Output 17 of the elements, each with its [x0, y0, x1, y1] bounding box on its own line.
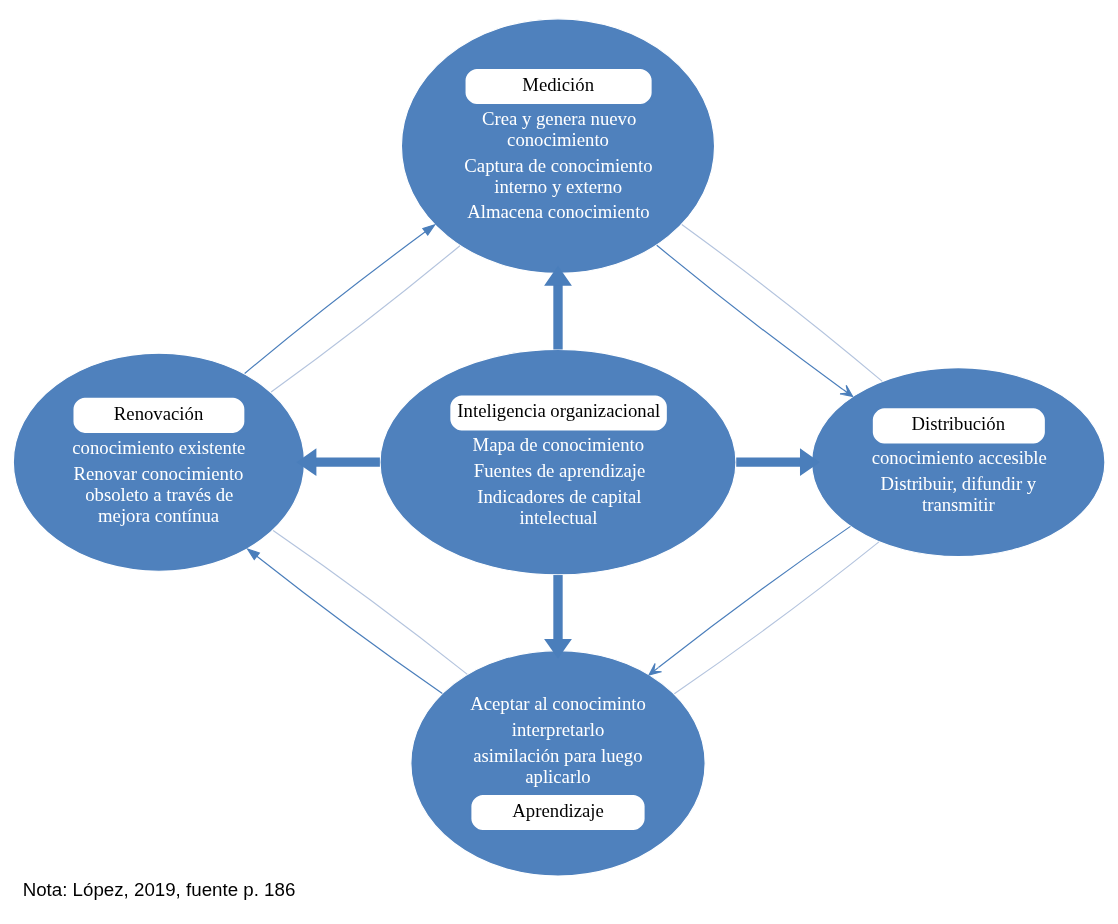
node-ellipse: Medición Crea y genera nuevo conocimiento Captura de conocimiento interno y externo Almacena conocimiento [400, 17, 716, 274]
node-ellipse: Renovación conocimiento existente Renovar conocimiento obsoleto a través de mejora contínua [12, 352, 306, 572]
arrow [296, 447, 380, 476]
connector [673, 540, 880, 694]
arrow [736, 447, 820, 476]
arrow [648, 525, 852, 675]
connector [681, 223, 883, 382]
node-ellipse: Aceptar al conociminto interpretarlo asimilación para luego aplicarlo Aprendizaje [410, 649, 706, 877]
arrow [244, 223, 437, 374]
connector [270, 244, 461, 393]
node-ellipse: Distribución conocimiento accesible Distribuir, difundir y transmitir [811, 366, 1106, 557]
connector [272, 529, 468, 675]
caption: Nota: López, 2019, fuente p. 186 [22, 878, 296, 900]
node-ellipse: Inteligencia organizacional Mapa de conocimiento Fuentes de aprendizaje Indicadores de capital intelectual [379, 348, 737, 575]
arrow [246, 547, 443, 694]
arrow [656, 244, 854, 397]
arrow [544, 265, 572, 349]
